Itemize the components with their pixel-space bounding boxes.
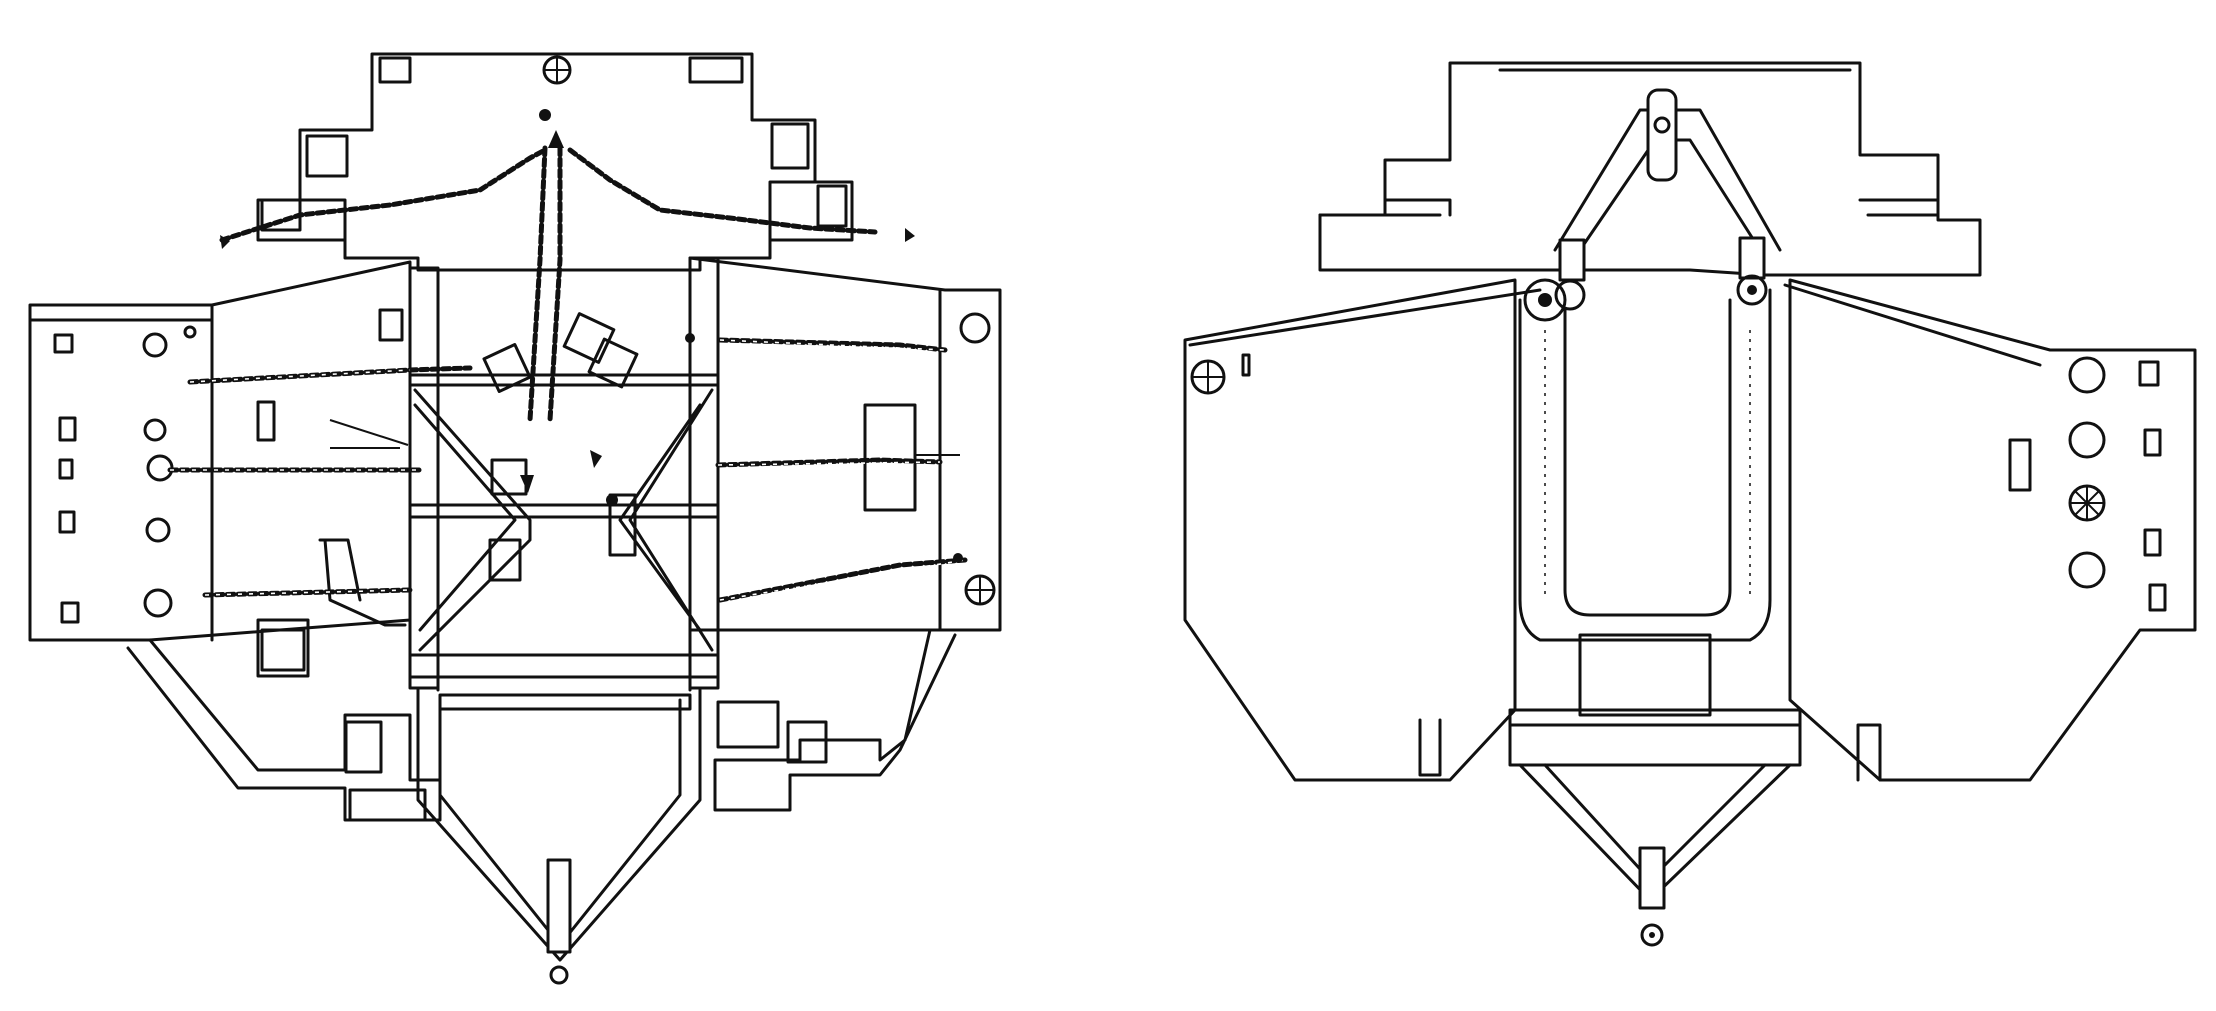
right-top-block [1318,61,1982,277]
left-tube [1518,288,1772,642]
bow-eye-icon [1638,846,1666,947]
left-sheave-icon [1523,238,1586,322]
inner-tube [1563,298,1732,617]
bow-fitting-icon [546,858,572,985]
plate [2008,438,2032,492]
ropes-left-view [167,145,968,603]
view-left [28,52,1002,985]
rope-knots [220,109,963,563]
left-x-brace [413,388,532,652]
right-view-right-wing [1788,278,2197,782]
top-hatch-icon [542,55,572,85]
notch [816,184,848,228]
cross-beam [1508,708,1802,767]
center-crates [256,308,639,678]
left-skirt [126,638,442,822]
right-view-left-wing [1183,278,1517,782]
lower-left-box [256,618,310,678]
notch [378,56,412,84]
notch [770,122,810,170]
right-wing-fittings [863,312,996,606]
right-sheave-icon [1736,236,1768,306]
left-wing-fittings [53,325,197,624]
right-view-fittings [1190,353,2167,612]
top-pulley [1646,88,1678,182]
notch [305,134,349,178]
right-wing [688,256,1002,632]
lower-box [1578,633,1712,717]
view-right [1183,61,2197,947]
right-x-brace [618,388,714,652]
notch [688,56,744,84]
